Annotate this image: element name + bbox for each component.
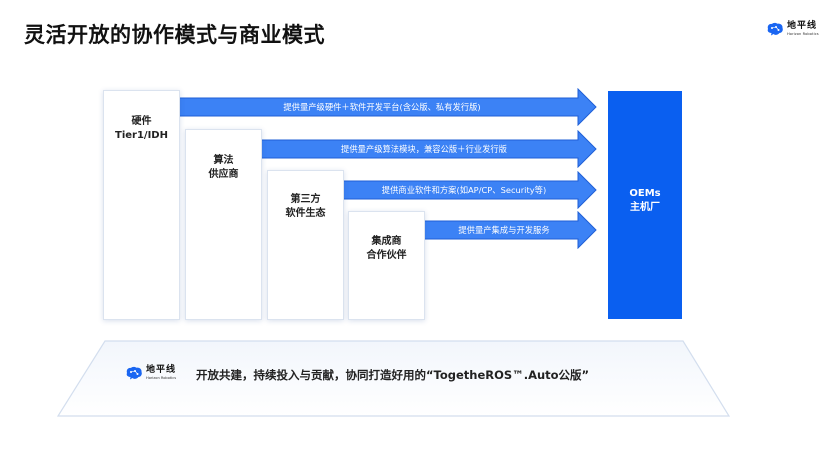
- partner-name: 第三方: [290, 194, 321, 205]
- partner-type: 合作伙伴: [366, 250, 407, 261]
- arrow-software: [338, 171, 597, 209]
- partner-type: 供应商: [208, 169, 239, 180]
- brand-name-cn: 地平线: [787, 21, 818, 31]
- platform-logo: 地平线 Horizon Robotics: [125, 366, 176, 381]
- partner-box-algorithm: 算法 供应商: [185, 129, 262, 320]
- partner-box-integrator: 集成商 合作伙伴: [348, 211, 425, 320]
- brain-icon: [767, 23, 783, 36]
- partner-type: Tier1/IDH: [115, 130, 168, 141]
- partner-box-software: 第三方 软件生态: [267, 170, 344, 320]
- arrow-text-software: 提供商业软件和方案(如AP/CP、Security等): [381, 185, 547, 195]
- arrow-text-integrator: 提供量产集成与开发服务: [458, 225, 550, 235]
- oem-box: OEMs 主机厂: [608, 91, 682, 319]
- brand-name-cn: 地平线: [146, 365, 177, 375]
- partner-name: 算法: [213, 155, 234, 166]
- partner-name: 硬件: [131, 116, 152, 127]
- arrow-integrator: [420, 211, 597, 249]
- arrow-text-algorithm: 提供量产级算法模块，兼容公版＋行业发行版: [341, 144, 507, 154]
- arrow-text-hardware: 提供量产级硬件＋软件开发平台(含公版、私有发行版): [283, 102, 481, 112]
- brand-name-en: Horizon Robotics: [146, 376, 177, 380]
- platform-slogan: 开放共建，持续投入与贡献，协同打造好用的“TogetheROS™.Auto公版”: [196, 368, 590, 382]
- arrow-hardware: [178, 88, 597, 126]
- partner-name: 集成商: [371, 236, 402, 247]
- partner-type: 软件生态: [285, 208, 326, 219]
- oem-type: 主机厂: [630, 202, 660, 213]
- brand-name-en: Horizon Robotics: [787, 32, 819, 36]
- brain-icon: [126, 367, 142, 380]
- page-title: 灵活开放的协作模式与商业模式: [24, 23, 325, 47]
- brand-logo: 地平线 Horizon Robotics: [766, 22, 819, 37]
- arrow-algorithm: [256, 130, 597, 168]
- partner-box-hardware: 硬件 Tier1/IDH: [103, 90, 180, 320]
- oem-name: OEMs: [629, 188, 661, 199]
